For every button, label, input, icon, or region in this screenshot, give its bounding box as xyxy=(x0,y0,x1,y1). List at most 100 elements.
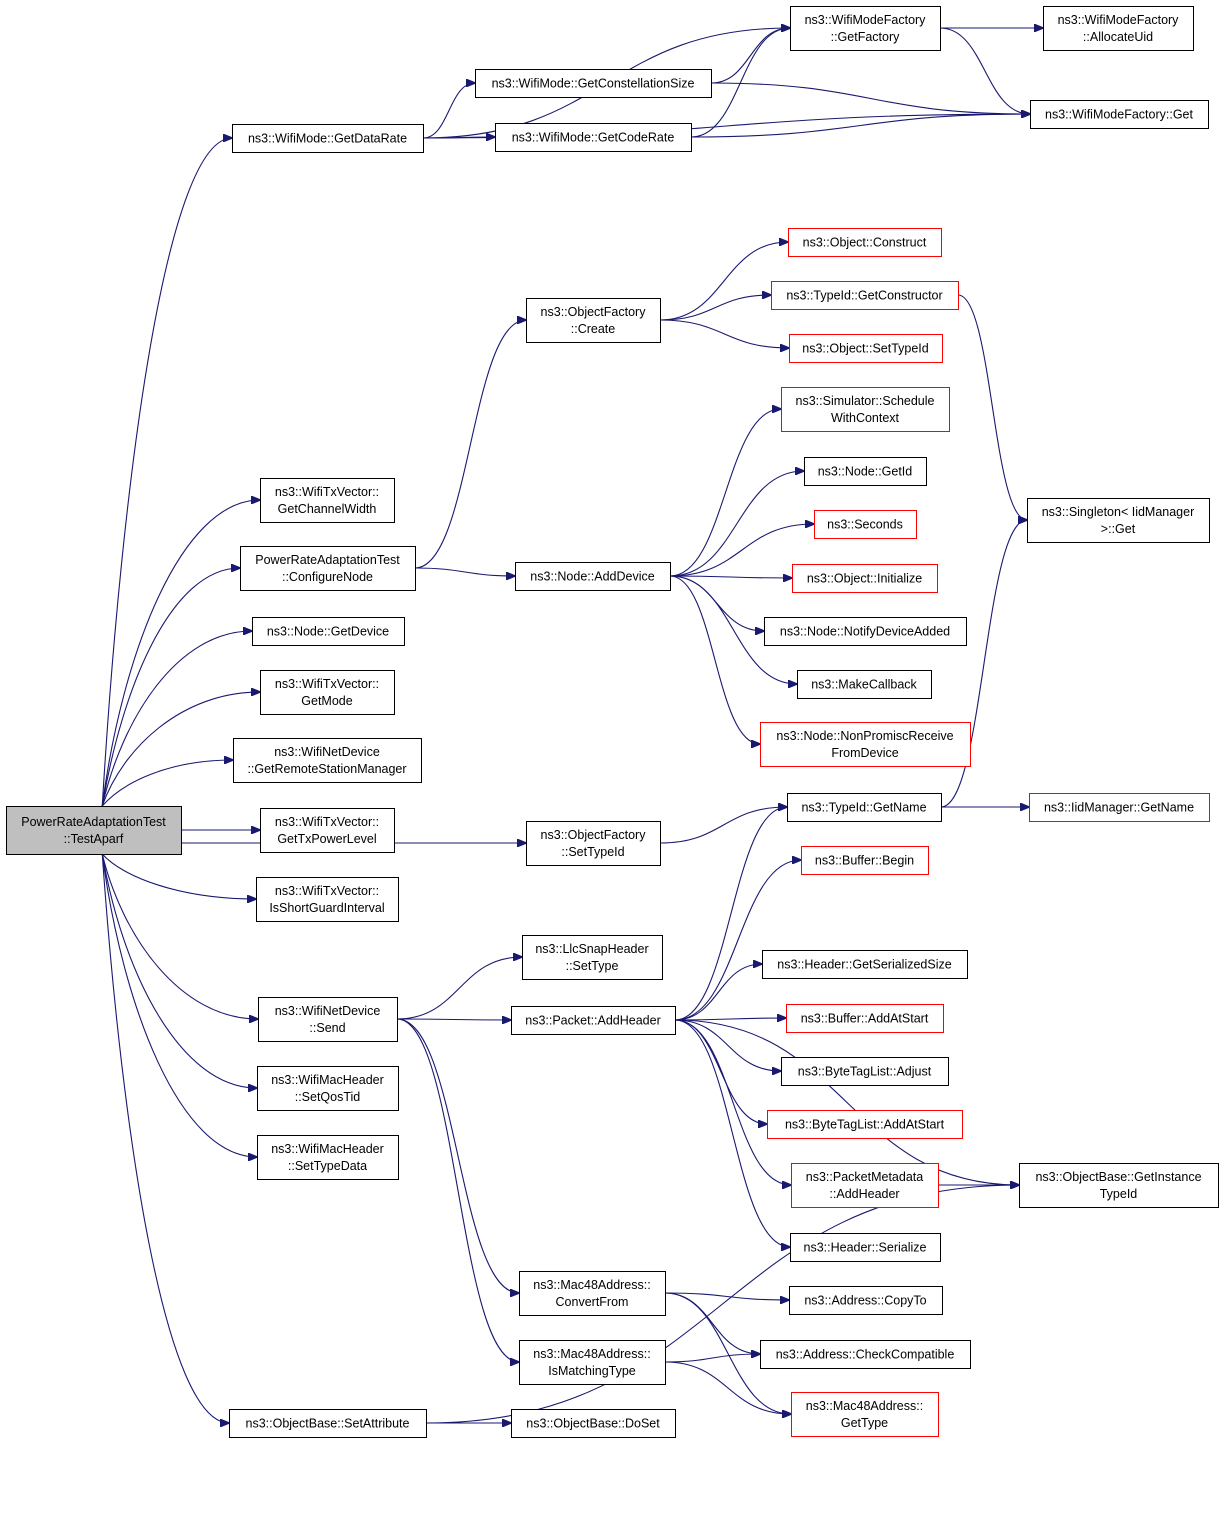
node-label: ns3::TypeId::GetName xyxy=(801,801,926,815)
node-mac-get-type[interactable]: ns3::Mac48Address::GetType xyxy=(791,1392,939,1437)
node-mac-is-matching-type[interactable]: ns3::Mac48Address::IsMatchingType xyxy=(519,1340,666,1385)
node-get-channel-width[interactable]: ns3::WifiTxVector::GetChannelWidth xyxy=(260,478,395,523)
node-node-get-id[interactable]: ns3::Node::GetId xyxy=(804,457,927,486)
edge-line xyxy=(664,1292,760,1354)
node-label: ::AddHeader xyxy=(829,1187,899,1201)
node-box xyxy=(495,123,692,152)
node-get-constellation-size[interactable]: ns3::WifiMode::GetConstellationSize xyxy=(475,69,712,98)
node-box xyxy=(522,935,663,980)
node-box xyxy=(232,124,424,153)
node-label: ns3::Address::CopyTo xyxy=(804,1294,926,1308)
node-obj-initialize[interactable]: ns3::Object::Initialize xyxy=(792,564,938,593)
edge-line xyxy=(101,853,257,1157)
node-address-copy-to[interactable]: ns3::Address::CopyTo xyxy=(789,1286,943,1315)
edge-line xyxy=(659,295,771,321)
node-add-device[interactable]: ns3::Node::AddDevice xyxy=(515,562,671,591)
node-box xyxy=(229,1409,427,1438)
node-set-qos-tid[interactable]: ns3::WifiMacHeader::SetQosTid xyxy=(257,1066,399,1111)
node-get-constructor[interactable]: ns3::TypeId::GetConstructor xyxy=(771,281,959,310)
node-buffer-begin[interactable]: ns3::Buffer::Begin xyxy=(801,846,929,875)
edge-line xyxy=(710,28,790,84)
node-label: ConvertFrom xyxy=(556,1295,629,1309)
node-label: ns3::WifiNetDevice xyxy=(275,1004,381,1018)
node-ob-set-attribute[interactable]: ns3::ObjectBase::SetAttribute xyxy=(229,1409,427,1438)
node-mac-convert-from[interactable]: ns3::Mac48Address::ConvertFrom xyxy=(519,1271,666,1316)
node-box xyxy=(511,1409,676,1438)
edge-configure-node-to-add-device xyxy=(414,567,515,576)
node-is-short-gi[interactable]: ns3::WifiTxVector::IsShortGuardInterval xyxy=(256,877,399,922)
node-llc-set-type[interactable]: ns3::LlcSnapHeader::SetType xyxy=(522,935,663,980)
node-label: ns3::Node::GetId xyxy=(818,465,913,479)
node-get-rsm[interactable]: ns3::WifiNetDevice::GetRemoteStationMana… xyxy=(233,738,422,783)
edge-of-create-to-obj-set-type-id xyxy=(659,319,789,348)
node-box xyxy=(6,806,182,855)
node-ob-do-set[interactable]: ns3::ObjectBase::DoSet xyxy=(511,1409,676,1438)
node-btl-add-at-start[interactable]: ns3::ByteTagList::AddAtStart xyxy=(767,1110,963,1139)
node-box xyxy=(760,1340,971,1369)
node-header-get-serialized-size[interactable]: ns3::Header::GetSerializedSize xyxy=(762,950,968,979)
node-obj-set-type-id[interactable]: ns3::Object::SetTypeId xyxy=(789,334,943,363)
node-address-check-compatible[interactable]: ns3::Address::CheckCompatible xyxy=(760,1340,971,1369)
node-label: ns3::Object::Initialize xyxy=(807,572,922,586)
node-label: ::Send xyxy=(309,1021,345,1035)
node-wmf-get[interactable]: ns3::WifiModeFactory::Get xyxy=(1030,100,1209,129)
node-box xyxy=(257,1135,399,1180)
edge-mac-is-matching-type-to-address-check-compatible xyxy=(664,1354,760,1363)
edge-line xyxy=(396,1018,519,1293)
node-box xyxy=(258,997,398,1042)
node-singleton-get[interactable]: ns3::Singleton< IidManager>::Get xyxy=(1027,498,1210,543)
node-of-set-type-id[interactable]: ns3::ObjectFactory::SetTypeId xyxy=(526,821,661,866)
node-type-id-get-name[interactable]: ns3::TypeId::GetName xyxy=(787,793,942,822)
edge-line xyxy=(414,567,515,576)
node-set-type-data[interactable]: ns3::WifiMacHeader::SetTypeData xyxy=(257,1135,399,1180)
node-wnd-send[interactable]: ns3::WifiNetDevice::Send xyxy=(258,997,398,1042)
node-notify-device-added[interactable]: ns3::Node::NotifyDeviceAdded xyxy=(764,617,967,646)
node-label: ::SetTypeId xyxy=(561,845,624,859)
edge-line xyxy=(957,294,1027,520)
node-configure-node[interactable]: PowerRateAdaptationTest::ConfigureNode xyxy=(240,546,416,591)
edge-line xyxy=(101,138,232,807)
node-obj-construct[interactable]: ns3::Object::Construct xyxy=(788,228,942,257)
node-of-create[interactable]: ns3::ObjectFactory::Create xyxy=(526,298,661,343)
node-label: ::AllocateUid xyxy=(1083,30,1153,44)
node-packet-add-header[interactable]: ns3::Packet::AddHeader xyxy=(511,1006,676,1035)
node-buffer-add-at-start[interactable]: ns3::Buffer::AddAtStart xyxy=(786,1004,944,1033)
edge-mac-convert-from-to-address-copy-to xyxy=(664,1292,789,1300)
node-box xyxy=(790,1233,941,1262)
node-get-tx-power-level[interactable]: ns3::WifiTxVector::GetTxPowerLevel xyxy=(260,808,395,853)
node-get-device[interactable]: ns3::Node::GetDevice xyxy=(252,617,405,646)
node-pm-add-header[interactable]: ns3::PacketMetadata::AddHeader xyxy=(791,1163,939,1208)
node-seconds[interactable]: ns3::Seconds xyxy=(814,510,917,539)
node-get-code-rate[interactable]: ns3::WifiMode::GetCodeRate xyxy=(495,123,692,152)
edge-packet-add-header-to-pm-add-header xyxy=(674,1019,791,1185)
node-label: GetTxPowerLevel xyxy=(277,832,376,846)
node-get-factory[interactable]: ns3::WifiModeFactory::GetFactory xyxy=(790,6,941,51)
node-btl-adjust[interactable]: ns3::ByteTagList::Adjust xyxy=(781,1057,949,1086)
node-root[interactable]: PowerRateAdaptationTest::TestAparf xyxy=(6,806,182,855)
edge-line xyxy=(674,1019,1019,1185)
node-label: GetType xyxy=(841,1416,888,1430)
edge-mac-convert-from-to-mac-get-type xyxy=(664,1292,791,1414)
edge-get-data-rate-to-get-constellation-size xyxy=(422,83,475,139)
node-get-data-rate[interactable]: ns3::WifiMode::GetDataRate xyxy=(232,124,424,153)
node-allocate-uid[interactable]: ns3::WifiModeFactory::AllocateUid xyxy=(1043,6,1194,51)
edge-line xyxy=(101,853,257,1088)
node-box xyxy=(797,670,932,699)
node-iid-get-name[interactable]: ns3::IidManager::GetName xyxy=(1029,793,1210,822)
node-label: ns3::Object::SetTypeId xyxy=(802,342,929,356)
node-label: ns3::ByteTagList::Adjust xyxy=(798,1065,932,1079)
node-label: ::GetRemoteStationManager xyxy=(247,762,406,776)
node-get-mode[interactable]: ns3::WifiTxVector::GetMode xyxy=(260,670,395,715)
edge-root-to-is-short-gi xyxy=(101,853,256,899)
node-box xyxy=(804,457,927,486)
edge-line xyxy=(669,524,814,577)
node-label: WithContext xyxy=(831,411,900,425)
node-make-callback[interactable]: ns3::MakeCallback xyxy=(797,670,932,699)
edge-line xyxy=(101,631,252,807)
edge-line xyxy=(690,114,1030,138)
edge-get-code-rate-to-get-factory xyxy=(690,28,790,138)
node-header-serialize[interactable]: ns3::Header::Serialize xyxy=(790,1233,941,1262)
